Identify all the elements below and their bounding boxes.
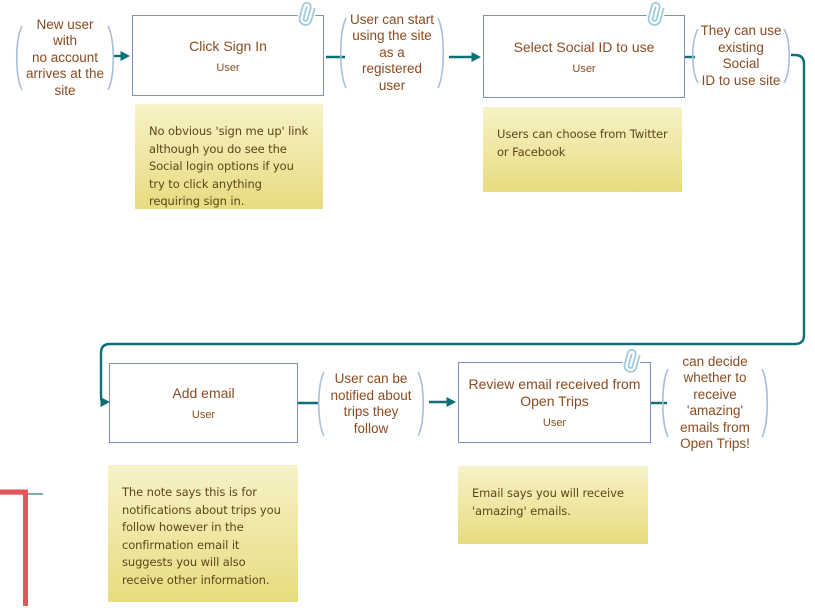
note-text: No obvious 'sign me up' link although yo… (149, 124, 309, 208)
trigger-text: can decide whether to receive 'amazing' … (680, 353, 750, 452)
right-paren-icon (783, 28, 791, 84)
task-title: Click Sign In (189, 37, 267, 54)
note-text: The note says this is for notifications … (122, 485, 281, 587)
task-role: User (542, 417, 567, 429)
red-boundary-line (0, 489, 28, 606)
trigger-new-user-arrives[interactable]: New user with no account arrives at the … (12, 17, 118, 98)
trigger-text: They can use existing Social ID to use s… (700, 23, 782, 88)
paperclip-icon[interactable] (620, 347, 644, 375)
sticky-note-twitter-facebook[interactable]: Users can choose from Twitter or Faceboo… (483, 107, 682, 192)
note-text: Users can choose from Twitter or Faceboo… (497, 127, 668, 159)
paperclip-icon[interactable] (295, 0, 319, 28)
task-review-email[interactable]: Review email received from Open Trips Us… (458, 347, 651, 443)
task-role: User (216, 61, 240, 74)
trigger-start-using-site[interactable]: User can start using the site as a regis… (336, 10, 448, 96)
left-paren-icon (662, 368, 669, 438)
task-click-sign-in[interactable]: Click Sign In User (132, 0, 324, 96)
trigger-text: New user with no account arrives at the … (25, 16, 105, 98)
task-title: Select Social ID to use (513, 38, 655, 55)
left-paren-icon (16, 25, 23, 91)
right-paren-icon (417, 371, 424, 437)
note-text: Email says you will receive 'amazing' em… (472, 486, 624, 518)
left-paren-icon (691, 28, 699, 84)
task-role: User (572, 62, 596, 75)
task-add-email[interactable]: Add email User (109, 363, 298, 443)
task-title: Add email (172, 385, 235, 401)
trigger-notified-about-trips[interactable]: User can be notified about trips they fo… (314, 369, 428, 439)
sticky-note-amazing-emails[interactable]: Email says you will receive 'amazing' em… (458, 466, 648, 544)
task-select-social-id[interactable]: Select Social ID to use User (483, 0, 685, 98)
sticky-note-notifications[interactable]: The note says this is for notifications … (108, 465, 298, 602)
trigger-text: User can start using the site as a regis… (349, 11, 435, 93)
trigger-text: User can be notified about trips they fo… (330, 371, 412, 436)
left-paren-icon (318, 371, 325, 437)
left-paren-icon (340, 17, 347, 89)
task-role: User (191, 409, 216, 421)
right-paren-icon (107, 25, 114, 91)
right-paren-icon (761, 368, 768, 438)
task-title: Review email received from Open Trips (468, 376, 641, 409)
trigger-decide-amazing-emails[interactable]: can decide whether to receive 'amazing' … (658, 350, 772, 456)
sticky-note-sign-up-link[interactable]: No obvious 'sign me up' link although yo… (135, 104, 323, 209)
right-paren-icon (437, 17, 444, 89)
trigger-existing-social-id[interactable]: They can use existing Social ID to use s… (688, 23, 794, 88)
paperclip-icon[interactable] (644, 0, 668, 28)
